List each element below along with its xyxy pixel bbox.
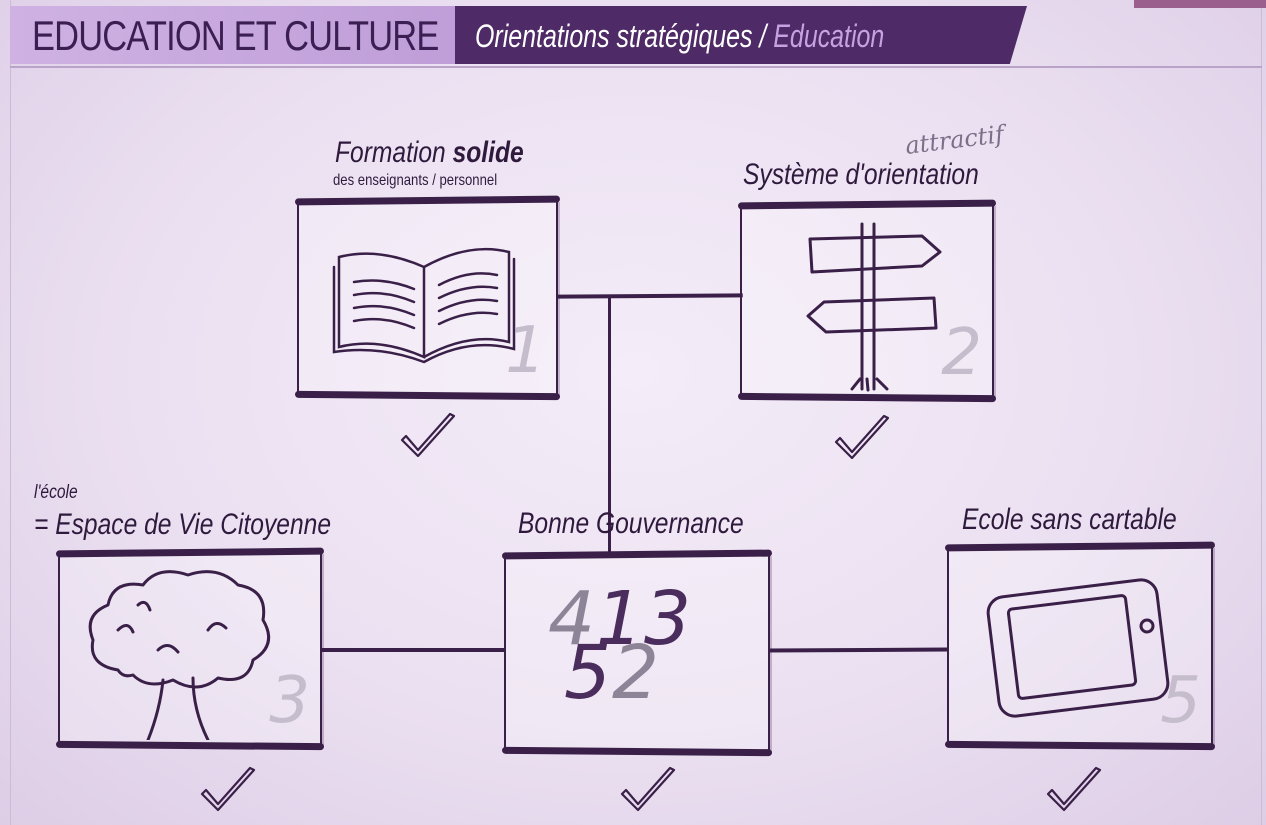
item-3-title: = Espace de Vie Citoyenne [34,508,332,541]
tablet-icon [986,578,1170,718]
item-3-number: 3 [269,664,310,738]
item-1-title-prefix: Formation [335,136,453,169]
item-5-box: 5 [944,541,1216,751]
connector-1-2 [557,293,744,299]
item-4-box: 4 1 3 5 2 [501,549,773,757]
box-bottom-band [737,392,997,403]
item-2-number: 2 [941,316,982,390]
page-border-left [10,0,11,825]
scribble-digit-1: 1 [596,576,644,662]
scribble-digit-2: 2 [612,630,660,716]
open-book-icon [332,247,516,364]
subtitle-text: Orientations stratégiques / Education [475,18,884,55]
item-1-checkmark-icon [400,412,456,458]
item-2-box: 2 [737,199,997,403]
box-bottom-band [944,740,1216,751]
tree-icon [88,570,271,740]
numbers-scribble-icon: 4 1 3 5 2 [548,576,728,726]
box-top-band [944,541,1216,552]
scribble-digit-3: 3 [644,576,692,662]
box-top-band [55,547,325,558]
header-divider [10,66,1262,68]
item-5-number: 5 [1160,664,1201,738]
item-5-checkmark-icon [1046,766,1102,812]
subtitle-prefix: Orientations stratégiques / [475,18,774,54]
item-1-title: Formation solide [335,136,524,170]
item-3-pre-label: l'école [34,482,78,503]
item-1-title-bold: solide [452,136,524,169]
item-2-annotation: attractif [903,120,1006,160]
item-4-checkmark-icon [620,766,676,812]
item-2-checkmark-icon [834,414,890,460]
header-subtitle-banner: Orientations stratégiques / Education [455,6,1027,64]
scribble-digit-5: 5 [564,630,612,716]
item-3-box: 3 [55,547,325,751]
corner-tab [1134,0,1266,8]
box-top-band [501,549,773,560]
connector-vertical [608,298,611,556]
box-top-band [294,195,561,206]
box-top-band [737,199,997,210]
subtitle-highlight: Education [773,18,885,54]
item-4-title: Bonne Gouvernance [518,507,744,540]
item-2-title: Système d'orientation [743,158,979,191]
item-3-checkmark-icon [200,766,256,812]
page-border-right [1261,0,1262,825]
item-1-box: 1 [294,195,561,401]
box-bottom-band [294,390,561,401]
box-bottom-band [55,740,325,751]
item-1-subtitle: des enseignants / personnel [333,172,498,189]
header-section-title: EDUCATION ET CULTURE [10,6,460,64]
signpost-icon [806,222,942,392]
section-title: EDUCATION ET CULTURE [32,12,439,59]
connector-3-4 [322,648,504,652]
scribble-digit-4: 4 [548,576,596,662]
item-5-title: Ecole sans cartable [962,503,1177,536]
connector-4-5 [767,647,949,653]
box-bottom-band [501,746,773,757]
item-1-number: 1 [505,314,546,388]
